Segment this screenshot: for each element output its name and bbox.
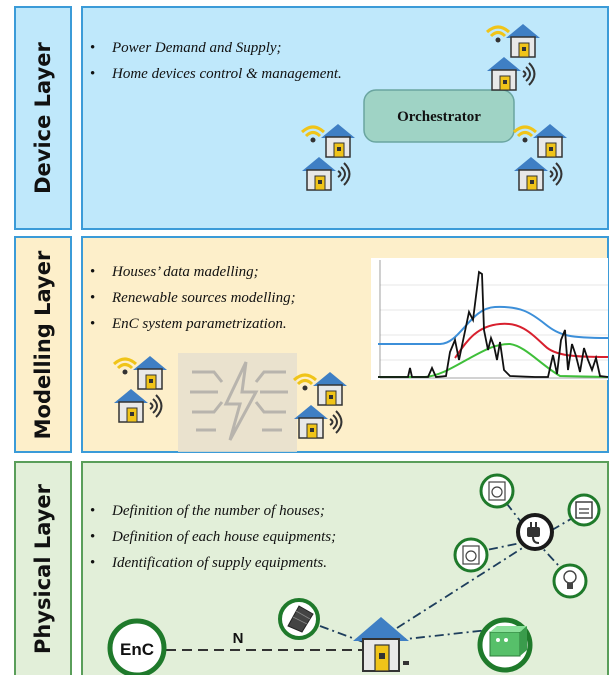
lightbulb-icon (552, 563, 588, 599)
washing-machine-icon (479, 473, 515, 509)
modelling-bullet-1: Houses’ data madelling; (84, 262, 296, 288)
enc-label: EnC (120, 640, 154, 659)
house-icon (353, 617, 409, 672)
house-cluster-icon (114, 356, 167, 422)
enc-node: EnC (107, 618, 167, 675)
modelling-bullet-2: Renewable sources modelling; (84, 288, 296, 314)
physical-bullet-1: Definition of the number of houses; (84, 501, 336, 527)
physical-layer-bullets: Definition of the number of houses; Defi… (84, 501, 336, 579)
modelling-bullet-3: EnC system parametrization. (84, 314, 296, 340)
battery-icon (477, 617, 533, 673)
plug-icon (516, 513, 554, 551)
solar-panel-icon (278, 598, 320, 640)
modelling-layer-bullets: Houses’ data madelling; Renewable source… (84, 262, 296, 340)
green-curve (378, 342, 609, 378)
dishwasher-icon (567, 493, 601, 527)
physical-bullet-2: Definition of each house equipments; (84, 527, 336, 553)
modelling-layer-label-box: Modelling Layer (14, 236, 72, 453)
blue-curve (378, 305, 609, 345)
circuit-bolt-icon (178, 353, 297, 452)
house-cluster-icon (514, 124, 567, 190)
house-cluster-icon (487, 24, 540, 90)
washing-machine-icon (453, 537, 489, 573)
orchestrator-box: Orchestrator (363, 89, 515, 143)
orchestrator-label: Orchestrator (397, 109, 481, 125)
link-label-n: N (233, 630, 244, 647)
device-layer-bullets: Power Demand and Supply; Home devices co… (84, 38, 342, 90)
profile-chart (371, 258, 609, 380)
device-bullet-1: Power Demand and Supply; (84, 38, 342, 64)
house-cluster-icon (294, 372, 347, 438)
physical-layer-label-box: Physical Layer (14, 461, 72, 675)
device-layer-label-box: Device Layer (14, 6, 72, 230)
house-cluster-icon (302, 124, 355, 190)
black-demand-curve (378, 270, 609, 378)
physical-bullet-3: Identification of supply equipments. (84, 553, 336, 579)
device-bullet-2: Home devices control & management. (84, 64, 342, 90)
